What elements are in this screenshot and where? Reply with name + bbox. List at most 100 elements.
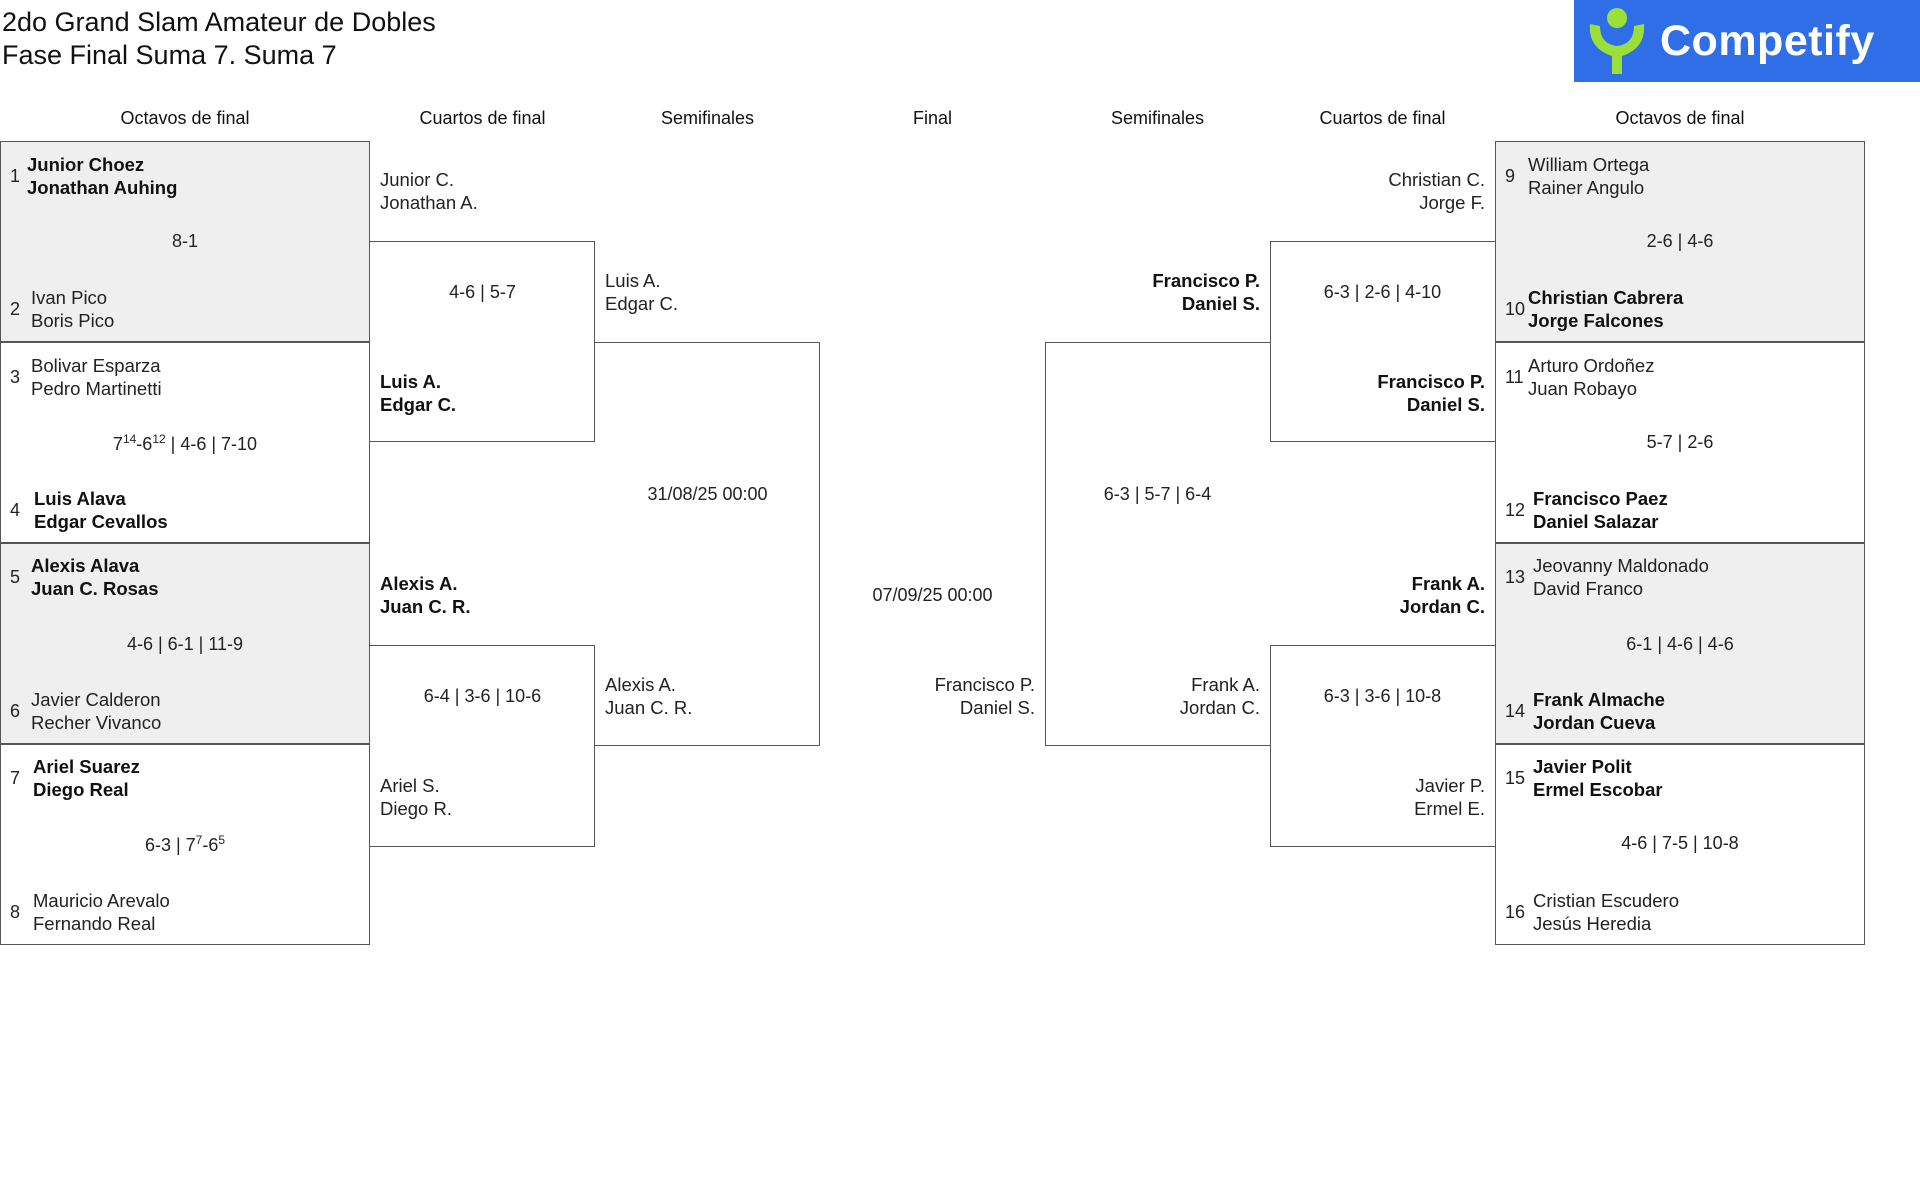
player-name: Arturo Ordoñez bbox=[1528, 355, 1655, 376]
team-right-sf-bottom: Frank A.Jordan C. bbox=[1179, 674, 1260, 718]
player-name: Junior Choez bbox=[27, 154, 145, 175]
player-name: Recher Vivanco bbox=[31, 712, 162, 733]
seed: 1 bbox=[10, 166, 21, 186]
round-label-right-sf: Semifinales bbox=[1110, 108, 1205, 128]
player-name: Javier Calderon bbox=[31, 689, 161, 710]
match-left-qf-1[interactable] bbox=[370, 241, 595, 442]
seed: 4 bbox=[10, 500, 21, 520]
player-name: Bolivar Esparza bbox=[31, 355, 161, 376]
match-right-qf-2[interactable] bbox=[1270, 645, 1495, 847]
team-left-sf-top: Luis A.Edgar C. bbox=[605, 270, 679, 314]
seed: 14 bbox=[1505, 701, 1526, 721]
round-label-right-qf: Cuartos de final bbox=[1319, 108, 1446, 128]
player-name: Fernando Real bbox=[33, 913, 156, 934]
round-label-left-sf: Semifinales bbox=[660, 108, 755, 128]
player-name: Jonathan Auhing bbox=[27, 177, 178, 198]
seed: 16 bbox=[1505, 902, 1526, 922]
seed: 9 bbox=[1505, 166, 1516, 186]
page-title: 2do Grand Slam Amateur de Dobles bbox=[2, 7, 436, 37]
seed: 10 bbox=[1505, 299, 1526, 319]
player-name: Pedro Martinetti bbox=[31, 378, 162, 399]
page-subtitle: Fase Final Suma 7. Suma 7 bbox=[2, 40, 337, 70]
player-name: Ariel Suarez bbox=[33, 756, 140, 777]
match-score: 6-3 | 5-7 | 6-4 bbox=[1103, 484, 1212, 504]
player-name: Alexis Alava bbox=[31, 555, 140, 576]
team-final-right: Francisco P.Daniel S. bbox=[934, 674, 1035, 718]
team-left-qf-1-top: Junior C.Jonathan A. bbox=[380, 169, 478, 213]
team-left-sf-bottom: Alexis A.Juan C. R. bbox=[605, 674, 693, 718]
team-right-qf-1-top: Christian C.Jorge F. bbox=[1388, 169, 1485, 213]
match-score: 4-6 | 6-1 | 11-9 bbox=[126, 634, 244, 654]
match-score: 4-6 | 7-5 | 10-8 bbox=[1621, 833, 1739, 853]
player-name: Edgar Cevallos bbox=[34, 511, 168, 532]
player-name: Mauricio Arevalo bbox=[33, 890, 170, 911]
final-date: 07/09/25 00:00 bbox=[872, 585, 993, 605]
match-right-sf[interactable] bbox=[1045, 342, 1270, 746]
team-right-sf-top: Francisco P.Daniel S. bbox=[1152, 270, 1260, 314]
seed: 8 bbox=[10, 902, 21, 922]
brand-logo: Competify bbox=[1574, 0, 1920, 82]
match-date: 31/08/25 00:00 bbox=[647, 484, 768, 504]
player-name: Francisco Paez bbox=[1533, 488, 1668, 509]
match-left-qf-2[interactable] bbox=[370, 645, 595, 847]
round-label-left-r16: Octavos de final bbox=[120, 108, 250, 128]
match-score: 8-1 bbox=[171, 231, 198, 251]
player-name: David Franco bbox=[1533, 578, 1644, 599]
match-score: 6-3 | 3-6 | 10-8 bbox=[1323, 686, 1442, 706]
player-name: Luis Alava bbox=[34, 488, 126, 509]
round-label-final: Final bbox=[912, 108, 952, 128]
match-left-sf[interactable] bbox=[595, 342, 820, 746]
player-name: Ermel Escobar bbox=[1533, 779, 1663, 800]
match-right-qf-1[interactable] bbox=[1270, 241, 1495, 442]
logo-figure-icon bbox=[1589, 8, 1645, 74]
player-name: Frank Almache bbox=[1533, 689, 1665, 710]
seed: 6 bbox=[10, 701, 21, 721]
seed: 7 bbox=[10, 768, 21, 788]
seed: 13 bbox=[1505, 567, 1526, 587]
team-right-qf-1-bottom: Francisco P.Daniel S. bbox=[1377, 371, 1485, 415]
player-name: Daniel Salazar bbox=[1533, 511, 1659, 532]
team-left-qf-1-bottom: Luis A.Edgar C. bbox=[380, 371, 457, 415]
seed: 3 bbox=[10, 367, 21, 387]
player-name: William Ortega bbox=[1528, 154, 1650, 175]
match-score: 6-1 | 4-6 | 4-6 bbox=[1626, 634, 1734, 654]
match-score: 6-4 | 3-6 | 10-6 bbox=[423, 686, 542, 706]
player-name: Cristian Escudero bbox=[1533, 890, 1680, 911]
match-score: 4-6 | 5-7 bbox=[449, 282, 516, 302]
player-name: Jesús Heredia bbox=[1533, 913, 1652, 934]
team-left-qf-2-top: Alexis A.Juan C. R. bbox=[380, 573, 471, 617]
player-name: Jordan Cueva bbox=[1533, 712, 1656, 733]
round-label-right-r16: Octavos de final bbox=[1615, 108, 1745, 128]
seed: 2 bbox=[10, 299, 21, 319]
player-name: Jeovanny Maldonado bbox=[1533, 555, 1709, 576]
player-name: Boris Pico bbox=[31, 310, 115, 331]
header: 2do Grand Slam Amateur de Dobles Fase Fi… bbox=[2, 6, 436, 72]
player-name: Juan Robayo bbox=[1528, 378, 1638, 399]
team-right-qf-2-top: Frank A.Jordan C. bbox=[1399, 573, 1485, 617]
player-name: Javier Polit bbox=[1533, 756, 1632, 777]
seed: 5 bbox=[10, 567, 21, 587]
match-score: 2-6 | 4-6 bbox=[1646, 231, 1714, 251]
player-name: Jorge Falcones bbox=[1528, 310, 1664, 331]
